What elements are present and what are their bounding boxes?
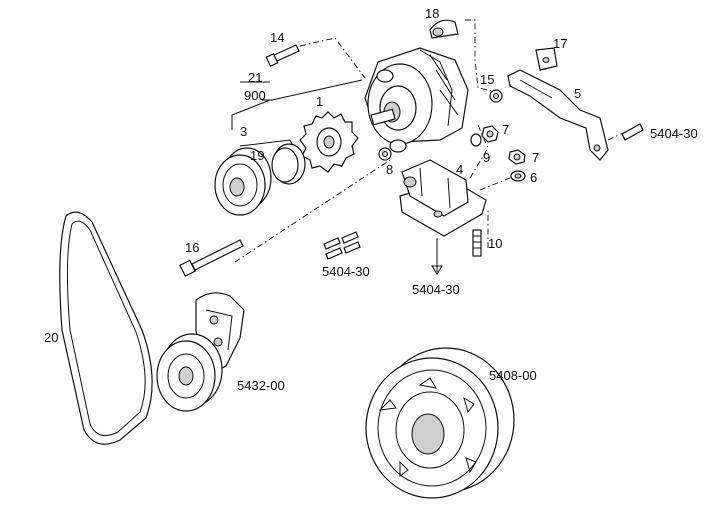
stud-right: [621, 123, 644, 141]
label-part-4: 4: [456, 162, 463, 177]
label-part-19: 19: [250, 148, 264, 163]
washer-part-15: [489, 89, 503, 103]
label-part-7-upper: 7: [502, 122, 509, 137]
label-part-10: 10: [488, 236, 502, 251]
alternator: [364, 47, 469, 153]
label-part-1: 1: [316, 94, 323, 109]
label-part-5: 5: [574, 86, 581, 101]
cap-part-18: [429, 19, 459, 39]
pulley-part-3: [214, 147, 272, 216]
label-part-17: 17: [553, 36, 567, 51]
label-ref-5408-00: 5408-00: [489, 368, 537, 383]
label-part-14: 14: [270, 30, 284, 45]
label-part-16: 16: [185, 240, 199, 255]
label-part-6: 6: [530, 170, 537, 185]
crank-pulley-assembly: [365, 347, 515, 499]
washer-part-6: [510, 170, 526, 182]
fan-part-1: [299, 111, 359, 173]
assembly-leader-lines: [231, 19, 641, 275]
label-part-20: 20: [44, 330, 58, 345]
label-part-8: 8: [386, 162, 393, 177]
label-ref-5404-30-bottom: 5404-30: [412, 282, 460, 297]
label-part-9: 9: [483, 150, 490, 165]
label-part-900: 900: [244, 88, 266, 103]
label-ref-5432-00: 5432-00: [237, 378, 285, 393]
clip-part-17: [535, 47, 558, 71]
washer-part-9: [470, 133, 482, 147]
studs-middle: [323, 231, 361, 260]
label-part-21: 21: [248, 70, 262, 85]
spacer-part-19: [271, 143, 306, 185]
bracket-part-5: [507, 69, 609, 161]
part-labels: 18 14 17 21 900 15 5 1 5404-30 3 7 19 9 …: [44, 6, 698, 393]
label-part-15: 15: [480, 72, 494, 87]
nut-part-7-upper: [481, 125, 499, 143]
washer-part-8: [378, 147, 392, 161]
tensioner-assembly: [156, 292, 245, 412]
bolt-part-14: [265, 44, 300, 68]
belt-part-20: [59, 211, 153, 445]
bracket-part-4: [399, 159, 487, 237]
label-ref-5404-30-mid: 5404-30: [322, 264, 370, 279]
label-part-3: 3: [240, 124, 247, 139]
label-part-7-lower: 7: [532, 150, 539, 165]
label-ref-5404-30-right: 5404-30: [650, 126, 698, 141]
nut-part-7-lower: [508, 149, 526, 165]
stud-part-10: [472, 229, 482, 257]
bolt-part-16: [179, 239, 244, 277]
label-part-18: 18: [425, 6, 439, 21]
